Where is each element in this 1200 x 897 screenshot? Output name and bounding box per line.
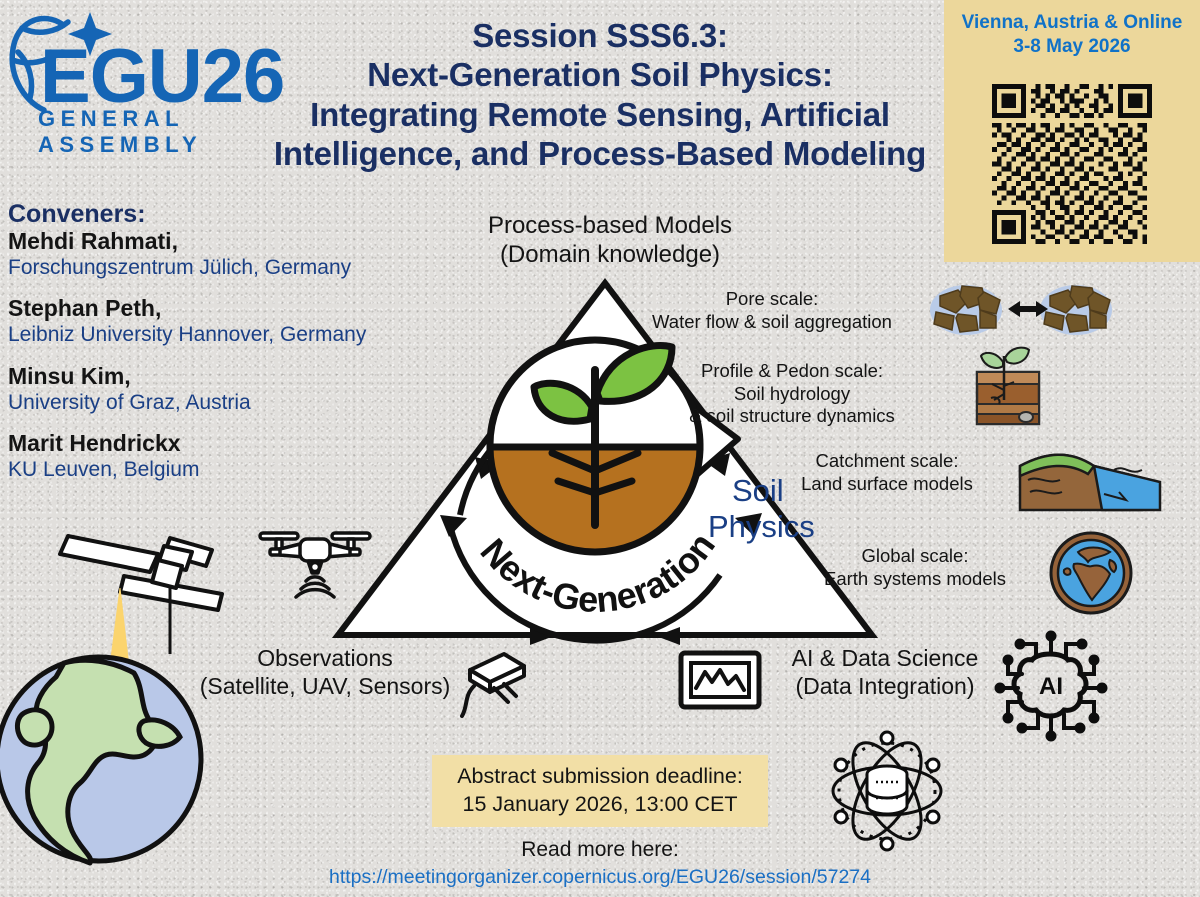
venue-location: Vienna, Austria & Online	[961, 12, 1183, 33]
scale-title: Profile & Pedon scale:	[700, 360, 884, 381]
double-arrow-icon	[1008, 301, 1048, 317]
title-line-1: Session SSS6.3:	[472, 17, 728, 54]
egu-logo-graphic: EGU26	[9, 12, 285, 119]
catchment-icon	[1018, 448, 1162, 514]
apex-title: Process-based Models	[487, 212, 733, 239]
read-more-label: Read more here:	[521, 838, 679, 861]
apex-subtitle: (Domain knowledge)	[499, 240, 721, 268]
scale-label-catchment: Catchment scale: Land surface models	[772, 450, 1002, 495]
soil-physics-line1: Soil	[732, 473, 784, 508]
soil-physics-line2: Physics	[708, 509, 815, 544]
convener-name: Mehdi Rahmati,	[8, 228, 178, 254]
session-url-link[interactable]: https://meetingorganizer.copernicus.org/…	[329, 866, 871, 888]
logo-wordmark: EGU26	[40, 34, 284, 119]
deadline-value: 15 January 2026, 13:00 CET	[462, 792, 738, 817]
convener-name: Minsu Kim,	[8, 362, 131, 389]
observations-subtitle: (Satellite, UAV, Sensors)	[199, 672, 451, 699]
scale-title: Catchment scale:	[815, 450, 959, 471]
scale-title: Pore scale:	[725, 288, 819, 309]
atom-database-icon	[826, 730, 948, 852]
scale-line: & soil structure dynamics	[689, 405, 895, 427]
drone-icon	[256, 527, 374, 607]
deadline-box: Abstract submission deadline: 15 January…	[432, 755, 768, 827]
qr-code[interactable]	[992, 84, 1152, 244]
title-line-2: Next-Generation Soil Physics:	[367, 56, 833, 94]
scale-line: Land surface models	[801, 472, 973, 494]
egu26-logo: EGU26 GENERAL ASSEMBLY	[4, 2, 285, 157]
convener-name: Stephan Peth,	[8, 295, 162, 322]
seedling-soil-icon	[486, 336, 704, 556]
convener-name: Marit Hendrickx	[8, 429, 181, 456]
soil-physics-triangle-diagram: Next-Generation Soil Physics	[320, 275, 880, 655]
venue-text: Vienna, Austria & Online 3-8 May 2026	[944, 11, 1200, 60]
convener-affiliation: Leibniz University Hannover, Germany	[8, 323, 367, 347]
convener-affiliation: Forschungszentrum Jülich, Germany	[8, 256, 352, 280]
title-line-3: Integrating Remote Sensing, Artificial	[310, 95, 890, 133]
scale-line: Earth systems models	[824, 567, 1006, 589]
scale-label-global: Global scale: Earth systems models	[790, 545, 1040, 590]
ai-title: AI & Data Science	[791, 645, 979, 671]
conveners-heading: Conveners:	[8, 200, 146, 228]
page-title: Session SSS6.3: Next-Generation Soil Phy…	[250, 16, 950, 173]
logo-subtitle: GENERAL ASSEMBLY	[38, 106, 203, 157]
ai-subtitle: (Data Integration)	[795, 672, 975, 699]
scale-title: Global scale:	[861, 545, 969, 566]
satellite-icon	[50, 524, 240, 654]
convener-affiliation: University of Graz, Austria	[8, 390, 251, 414]
vertex-label-ai-data-science: AI & Data Science (Data Integration)	[755, 645, 1015, 700]
earth-globe-icon	[0, 651, 216, 873]
qr-code-icon	[992, 84, 1152, 244]
scale-label-profile-pedon: Profile & Pedon scale: Soil hydrology & …	[642, 360, 942, 428]
ai-brain-icon: AI	[992, 628, 1110, 746]
observations-title: Observations	[257, 645, 393, 671]
chart-monitor-icon	[678, 650, 762, 710]
venue-dates: 3-8 May 2026	[1013, 36, 1131, 58]
svg-text:AI: AI	[1039, 673, 1063, 700]
field-sensor-icon	[458, 648, 536, 720]
deadline-label: Abstract submission deadline:	[457, 764, 743, 788]
soil-profile-icon	[963, 338, 1045, 430]
scale-label-pore: Pore scale: Water flow & soil aggregatio…	[622, 288, 922, 333]
soil-aggregate-icon	[928, 278, 1112, 343]
globe-small-icon	[1048, 530, 1134, 616]
triangle-graphic: Next-Generation Soil Physics	[331, 278, 879, 645]
convener-affiliation: KU Leuven, Belgium	[8, 458, 200, 482]
vertex-label-observations: Observations (Satellite, UAV, Sensors)	[175, 645, 475, 700]
scale-line: Water flow & soil aggregation	[652, 310, 892, 332]
venue-panel: Vienna, Austria & Online 3-8 May 2026	[944, 0, 1200, 262]
apex-label-process-based-models: Process-based Models (Domain knowledge)	[420, 212, 800, 270]
scale-line: Soil hydrology	[733, 382, 851, 404]
conveners-block: Conveners: Mehdi Rahmati, Forschungszent…	[8, 200, 438, 497]
title-line-4: Intelligence, and Process-Based Modeling	[273, 134, 927, 172]
